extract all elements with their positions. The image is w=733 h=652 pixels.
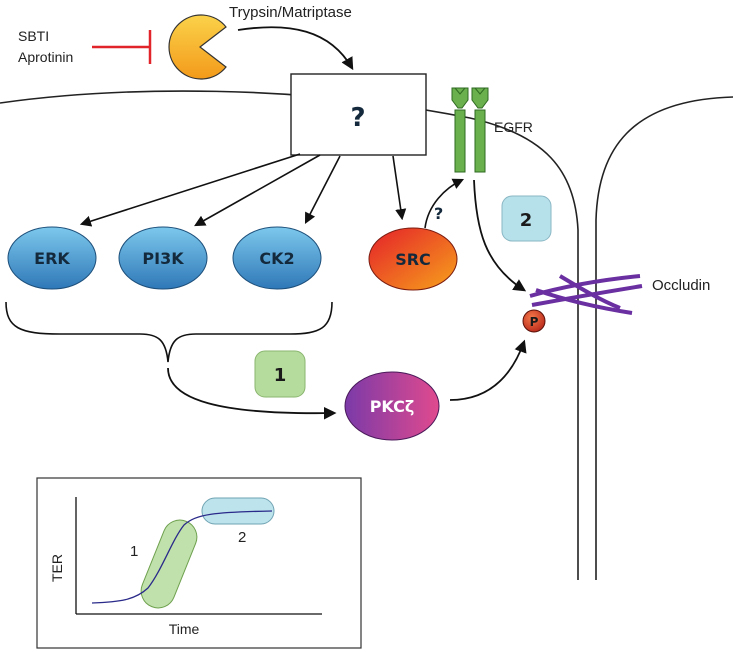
- phase-1-label: 1: [274, 365, 287, 386]
- src-label: SRC: [395, 250, 431, 269]
- arrow-to-erk: [79, 153, 301, 227]
- protease-pacman-icon: [168, 14, 227, 80]
- phosphate-label: P: [530, 315, 539, 329]
- arrow-enzyme-to-receptor: [237, 26, 354, 71]
- unknown-receptor-label: ?: [350, 103, 365, 133]
- egfr-receptor: [451, 87, 489, 173]
- src-egfr-question: ?: [434, 204, 443, 223]
- phase-1-box: [254, 350, 306, 398]
- unknown-receptor-box: [290, 73, 427, 156]
- phase-2-box: [501, 195, 552, 242]
- ck2-label: CK2: [259, 249, 294, 268]
- arrow-brace-to-pkc: [167, 367, 337, 420]
- inhibitor-aprotinin-label: Aprotinin: [18, 49, 73, 65]
- arrow-to-src: [392, 155, 407, 221]
- phosphate-badge: P: [522, 309, 546, 333]
- inset-phase-1-label: 1: [130, 543, 138, 560]
- arrow-src-to-egfr: [424, 178, 465, 229]
- occludin-strands: [529, 274, 643, 315]
- ter-curve: [91, 510, 273, 604]
- arrow-to-ck2: [304, 155, 341, 224]
- arrow-pkc-to-phosphate: [449, 339, 527, 401]
- ter-inset-panel: TER Time 1 2: [36, 477, 362, 649]
- ck2-node: CK2: [232, 226, 322, 290]
- kinase-group-brace: [5, 301, 333, 363]
- inset-xlabel: Time: [169, 621, 200, 637]
- pkcz-label: PKCζ: [370, 397, 415, 416]
- pi3k-node: PI3K: [118, 226, 208, 290]
- inset-phase-1-capsule: [140, 519, 198, 609]
- inset-phase-2-label: 2: [238, 529, 246, 546]
- arrow-egfr-to-occludin: [473, 179, 527, 292]
- pi3k-label: PI3K: [142, 249, 184, 268]
- occludin-label: Occludin: [652, 277, 710, 294]
- arrow-to-pi3k: [194, 154, 321, 227]
- erk-node: ERK: [7, 226, 97, 290]
- pkcz-node: PKCζ: [344, 371, 440, 441]
- erk-label: ERK: [34, 249, 70, 268]
- inset-ylabel: TER: [49, 554, 65, 582]
- inset-phase-2-capsule: [201, 497, 275, 525]
- src-node: SRC: [368, 227, 458, 291]
- inhibitor-sbti-label: SBTI: [18, 28, 49, 44]
- enzyme-label: Trypsin/Matriptase: [229, 4, 352, 21]
- phase-2-label: 2: [520, 210, 533, 231]
- cell-membrane-right: [595, 96, 733, 580]
- egfr-label: EGFR: [494, 119, 533, 135]
